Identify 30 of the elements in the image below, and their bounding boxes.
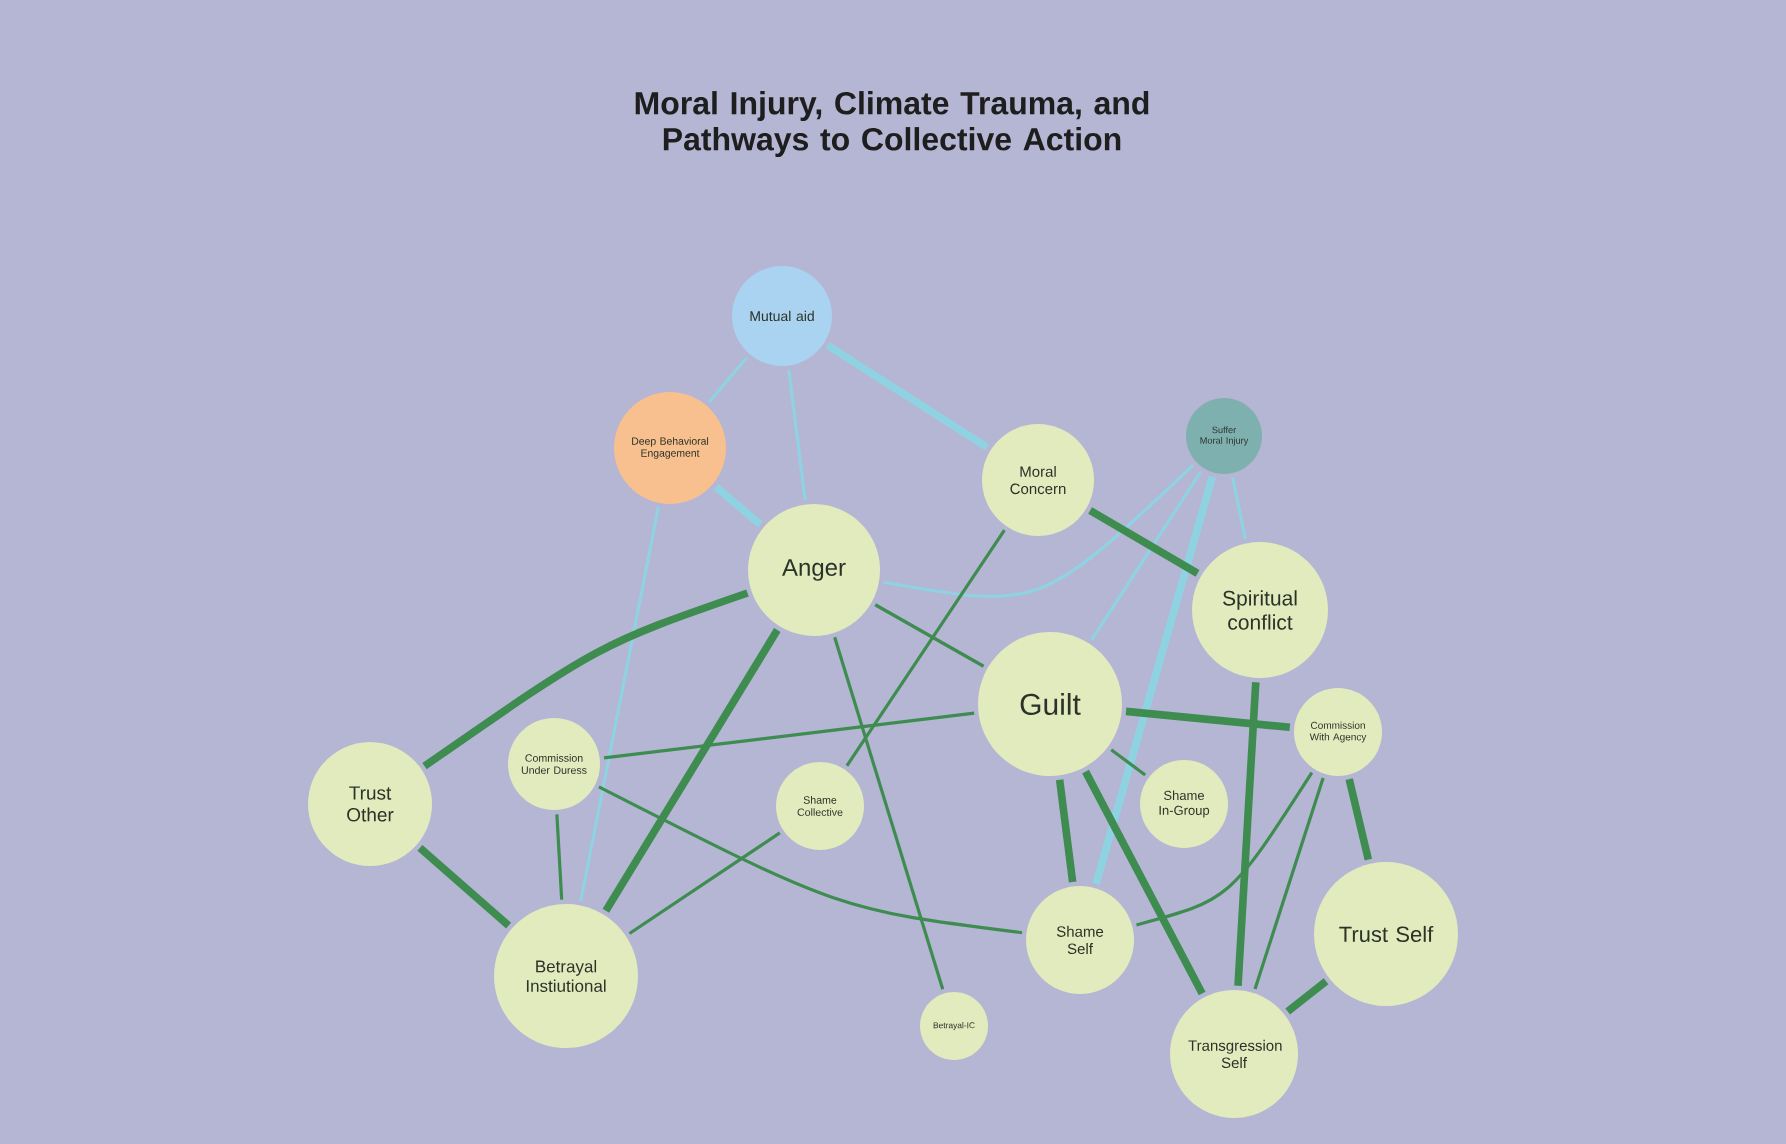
connector-line <box>707 356 749 403</box>
connector-line <box>579 506 660 902</box>
connector-line <box>1125 707 1291 732</box>
connector-line <box>1092 475 1216 885</box>
connector-line <box>422 589 749 770</box>
connector-line <box>833 636 945 990</box>
connector-line <box>1082 769 1206 996</box>
connector-line <box>1090 470 1203 641</box>
connector-line <box>883 463 1195 598</box>
connector-line <box>602 628 781 913</box>
connector-line <box>603 711 975 760</box>
connector-line <box>1345 778 1373 861</box>
connector-line <box>1285 978 1329 1015</box>
connector-line <box>713 484 763 528</box>
connector-line <box>825 342 990 451</box>
connector-line <box>598 785 1023 935</box>
connector-line <box>417 844 512 929</box>
connector-line <box>845 529 1006 767</box>
connector-line <box>628 831 781 935</box>
connector-line <box>787 369 807 501</box>
connector-line <box>1110 748 1147 777</box>
connector-line <box>1234 682 1260 986</box>
connector-line <box>1136 771 1314 927</box>
title: Moral Injury, Climate Trauma, and Pathways to Collective Action <box>635 91 1149 157</box>
connector-line <box>1088 507 1200 577</box>
connector-line <box>1231 477 1247 540</box>
connector-line <box>555 814 564 900</box>
connector-line <box>1055 779 1077 883</box>
connector-line <box>874 603 985 668</box>
connector-line <box>1253 777 1325 990</box>
